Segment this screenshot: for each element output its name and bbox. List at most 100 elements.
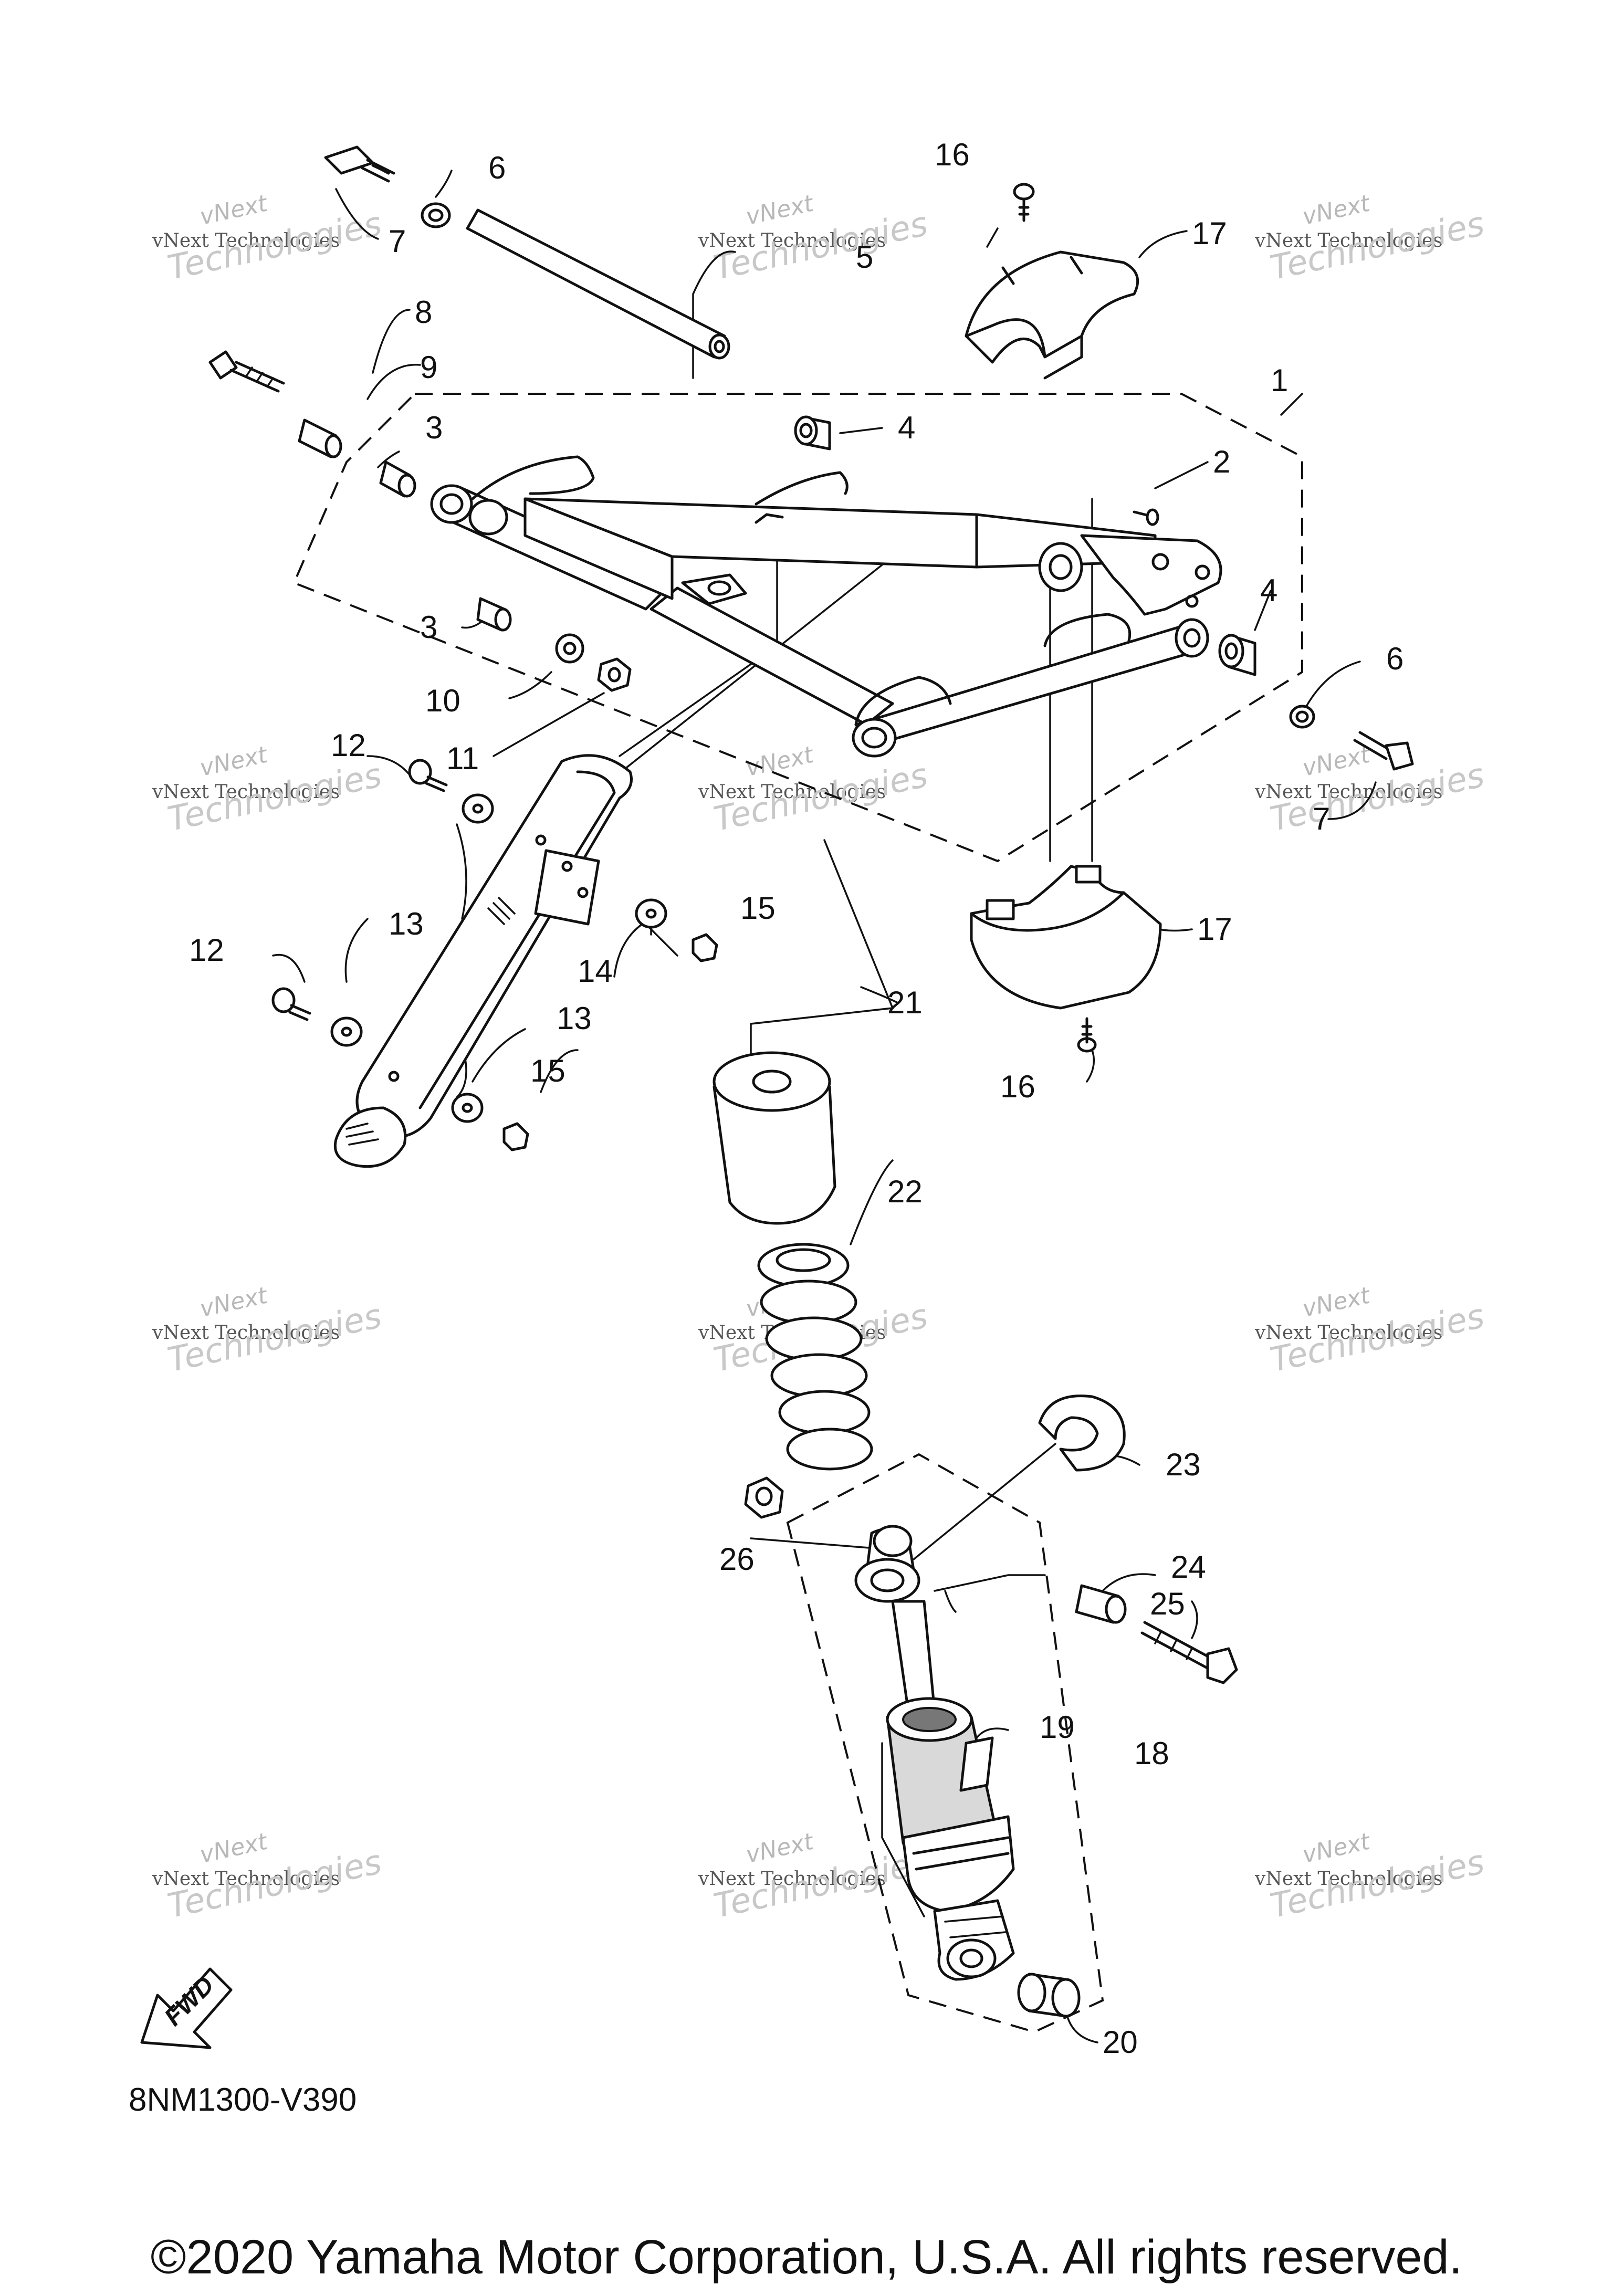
screw-16-lower xyxy=(1077,1017,1097,1053)
part-label-3-upper: 3 xyxy=(425,410,443,445)
bolt-2 xyxy=(1133,508,1159,526)
part-label-9: 9 xyxy=(420,350,437,385)
watermark-text: vNext xyxy=(1300,1828,1373,1869)
bolt-12-lower xyxy=(271,987,311,1021)
part-label-6-upper: 6 xyxy=(488,150,506,185)
bolt-right xyxy=(1353,731,1414,771)
part-label-16-lower: 16 xyxy=(1000,1069,1035,1104)
watermark: vNext vNext Technologies Technologies xyxy=(152,1828,385,1926)
watermark-text: Technologies xyxy=(1267,1297,1488,1380)
watermark-text: vNext Technologies xyxy=(698,781,886,803)
watermark: vNext vNext Technologies Technologies xyxy=(698,1828,931,1926)
watermark-text: vNext xyxy=(1300,741,1373,782)
diagram-code: 8NM1300-V390 xyxy=(129,2082,357,2118)
bolt-12-upper xyxy=(408,759,448,792)
part-label-3-lower: 3 xyxy=(420,610,437,645)
watermark-text: vNext Technologies xyxy=(1254,1322,1443,1344)
watermark: vNext vNext Technologies Technologies xyxy=(152,190,385,288)
part-label-6-right: 6 xyxy=(1386,641,1403,676)
part-label-7-upper: 7 xyxy=(389,224,406,259)
watermark-text: vNext xyxy=(197,741,270,782)
watermark-text: Technologies xyxy=(1267,1843,1488,1926)
part-label-10: 10 xyxy=(425,683,460,718)
watermark-text: vNext xyxy=(197,1828,270,1869)
washer-13-mid xyxy=(635,898,667,929)
part-label-7-right: 7 xyxy=(1313,801,1330,836)
bushing-3-lower xyxy=(476,597,512,632)
part-label-20: 20 xyxy=(1103,2025,1138,2060)
watermark: vNext vNext Technologies Technologies xyxy=(1254,190,1488,288)
watermark-text: vNext xyxy=(743,190,816,230)
watermark-text: vNext Technologies xyxy=(152,1868,340,1890)
part-label-4-upper: 4 xyxy=(898,410,915,445)
watermark: vNext vNext Technologies Technologies xyxy=(1254,1828,1488,1926)
nut-15-lower xyxy=(502,1122,529,1151)
watermark-text: vNext Technologies xyxy=(1254,781,1443,803)
stopper-upper xyxy=(965,250,1139,380)
watermark-text: Technologies xyxy=(164,756,385,839)
bushing-3-upper xyxy=(379,460,416,498)
part-label-16-upper: 16 xyxy=(935,137,970,172)
nut-15-upper xyxy=(692,933,718,962)
part-label-2: 2 xyxy=(1213,444,1230,479)
watermark-text: vNext Technologies xyxy=(698,1868,886,1890)
watermark: vNext vNext Technologies Technologies xyxy=(152,741,385,840)
part-label-5: 5 xyxy=(856,239,873,275)
part-label-15-upper: 15 xyxy=(740,890,776,926)
bolt-upper-left xyxy=(324,145,395,183)
nut-26 xyxy=(744,1476,784,1519)
watermark-text: vNext Technologies xyxy=(1254,1868,1443,1890)
part-label-23: 23 xyxy=(1166,1447,1201,1482)
watermark-text: vNext Technologies xyxy=(152,781,340,803)
part-label-15-lower: 15 xyxy=(530,1053,565,1088)
fwd-arrow-icon: FWD xyxy=(140,1967,233,2049)
screw-16-upper xyxy=(1013,183,1035,222)
swingarm xyxy=(430,455,1222,758)
shock-assembly-outline xyxy=(786,1453,1104,2033)
watermark-text: Technologies xyxy=(164,1297,385,1380)
part-label-17-lower: 17 xyxy=(1197,911,1232,947)
part-label-12-lower: 12 xyxy=(189,932,224,968)
watermark: vNext vNext Technologies Technologies xyxy=(1254,741,1488,840)
bolt-8 xyxy=(208,350,285,393)
part-label-26: 26 xyxy=(719,1542,755,1577)
part-label-25: 25 xyxy=(1150,1586,1185,1621)
part-label-8: 8 xyxy=(415,295,432,330)
watermark-text: vNext Technologies xyxy=(1254,230,1443,251)
washer-10 xyxy=(555,633,584,664)
nut-11 xyxy=(597,657,632,692)
part-label-12-upper: 12 xyxy=(331,728,366,763)
shock-absorber-19 xyxy=(854,1525,1015,1981)
collar-9 xyxy=(298,418,342,458)
watermark-text: vNext xyxy=(743,1828,816,1869)
part-label-21: 21 xyxy=(887,985,923,1020)
washer-upper-left xyxy=(421,202,451,228)
bushing-4-right xyxy=(1218,634,1256,676)
collar-20 xyxy=(1017,1973,1081,2018)
watermark-text: vNext xyxy=(1300,1282,1373,1323)
part-labels: 1 2 3 3 4 4 5 6 6 7 7 8 9 10 11 12 12 13… xyxy=(189,137,1403,2060)
spring-seat-23 xyxy=(1038,1395,1126,1472)
copyright: ©2020 Yamaha Motor Corporation, U.S.A. A… xyxy=(151,2230,1462,2284)
part-label-14: 14 xyxy=(578,953,613,989)
watermark-grid: vNext vNext Technologies Technologies vN… xyxy=(152,190,1488,1926)
watermark-text: Technologies xyxy=(710,1843,931,1926)
watermark-text: vNext Technologies xyxy=(152,1322,340,1344)
strap-14 xyxy=(333,754,633,1168)
part-label-1: 1 xyxy=(1271,363,1288,398)
part-label-19: 19 xyxy=(1040,1710,1075,1745)
watermark-text: vNext Technologies xyxy=(698,230,886,251)
washer-13-lower-right xyxy=(451,1093,484,1123)
part-label-18: 18 xyxy=(1134,1736,1169,1771)
part-label-13-lower: 13 xyxy=(557,1001,592,1036)
pivot-shaft xyxy=(466,208,730,360)
washer-13-lower-left xyxy=(330,1016,363,1047)
washer-right xyxy=(1289,705,1315,729)
watermark-text: vNext xyxy=(1300,190,1373,230)
bump-stop-21 xyxy=(713,1051,836,1225)
part-label-4-right: 4 xyxy=(1260,573,1277,608)
part-label-24: 24 xyxy=(1171,1549,1206,1585)
bushing-4-upper xyxy=(794,415,831,450)
washer-13-upper xyxy=(462,793,494,824)
